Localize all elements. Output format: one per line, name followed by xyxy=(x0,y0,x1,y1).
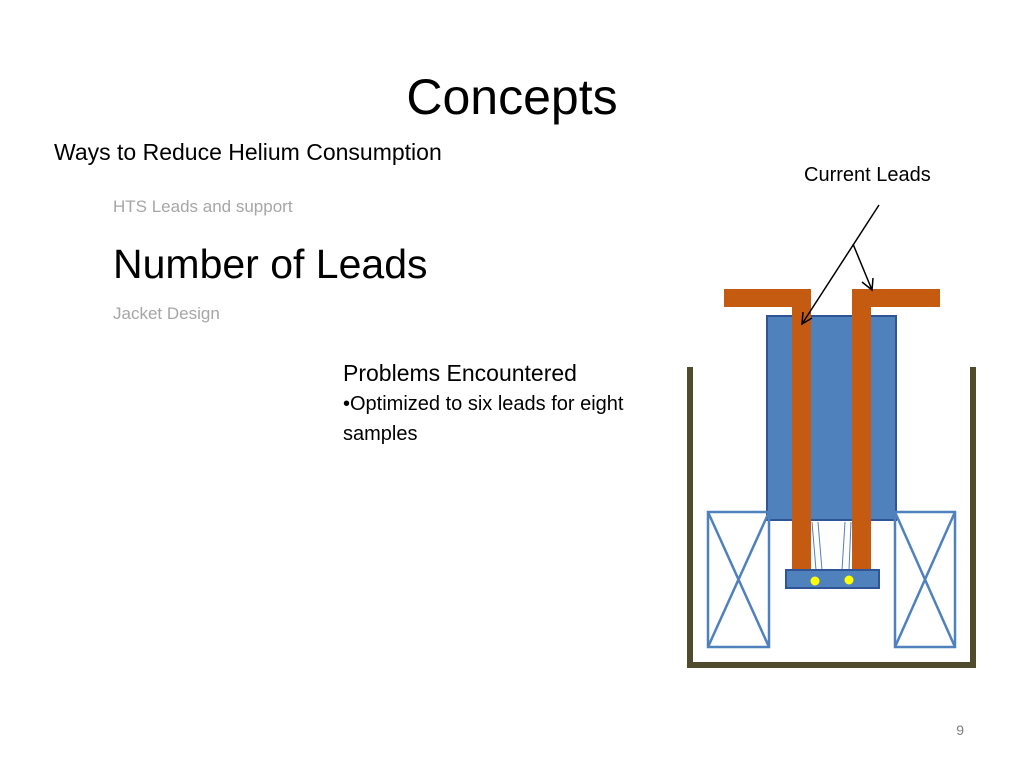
sample-dot-left xyxy=(810,576,820,586)
problems-bullet: •Optimized to six leads for eight sample… xyxy=(343,393,624,445)
menu-item-jacket-design: Jacket Design xyxy=(113,304,220,323)
right-current-lead xyxy=(852,289,940,569)
sample-wires xyxy=(811,521,852,571)
menu-item-number-of-leads: Number of Leads xyxy=(113,241,428,287)
page-title: Concepts xyxy=(406,69,618,125)
sample-dot-right xyxy=(844,575,854,585)
problems-block: Problems Encountered •Optimized to six l… xyxy=(343,357,633,449)
subtitle: Ways to Reduce Helium Consumption xyxy=(54,139,442,165)
left-magnet-coil xyxy=(706,510,771,649)
menu-item-hts-leads: HTS Leads and support xyxy=(113,197,293,216)
dewar-vessel xyxy=(687,367,976,668)
slide-number: 9 xyxy=(956,722,964,738)
current-leads-label: Current Leads xyxy=(804,164,931,186)
right-magnet-coil xyxy=(893,510,957,649)
sample-holder-block xyxy=(766,315,897,521)
left-current-lead xyxy=(724,289,811,569)
problems-heading: Problems Encountered xyxy=(343,360,577,386)
sample-stage xyxy=(785,569,880,589)
current-leads-arrows xyxy=(801,204,880,326)
